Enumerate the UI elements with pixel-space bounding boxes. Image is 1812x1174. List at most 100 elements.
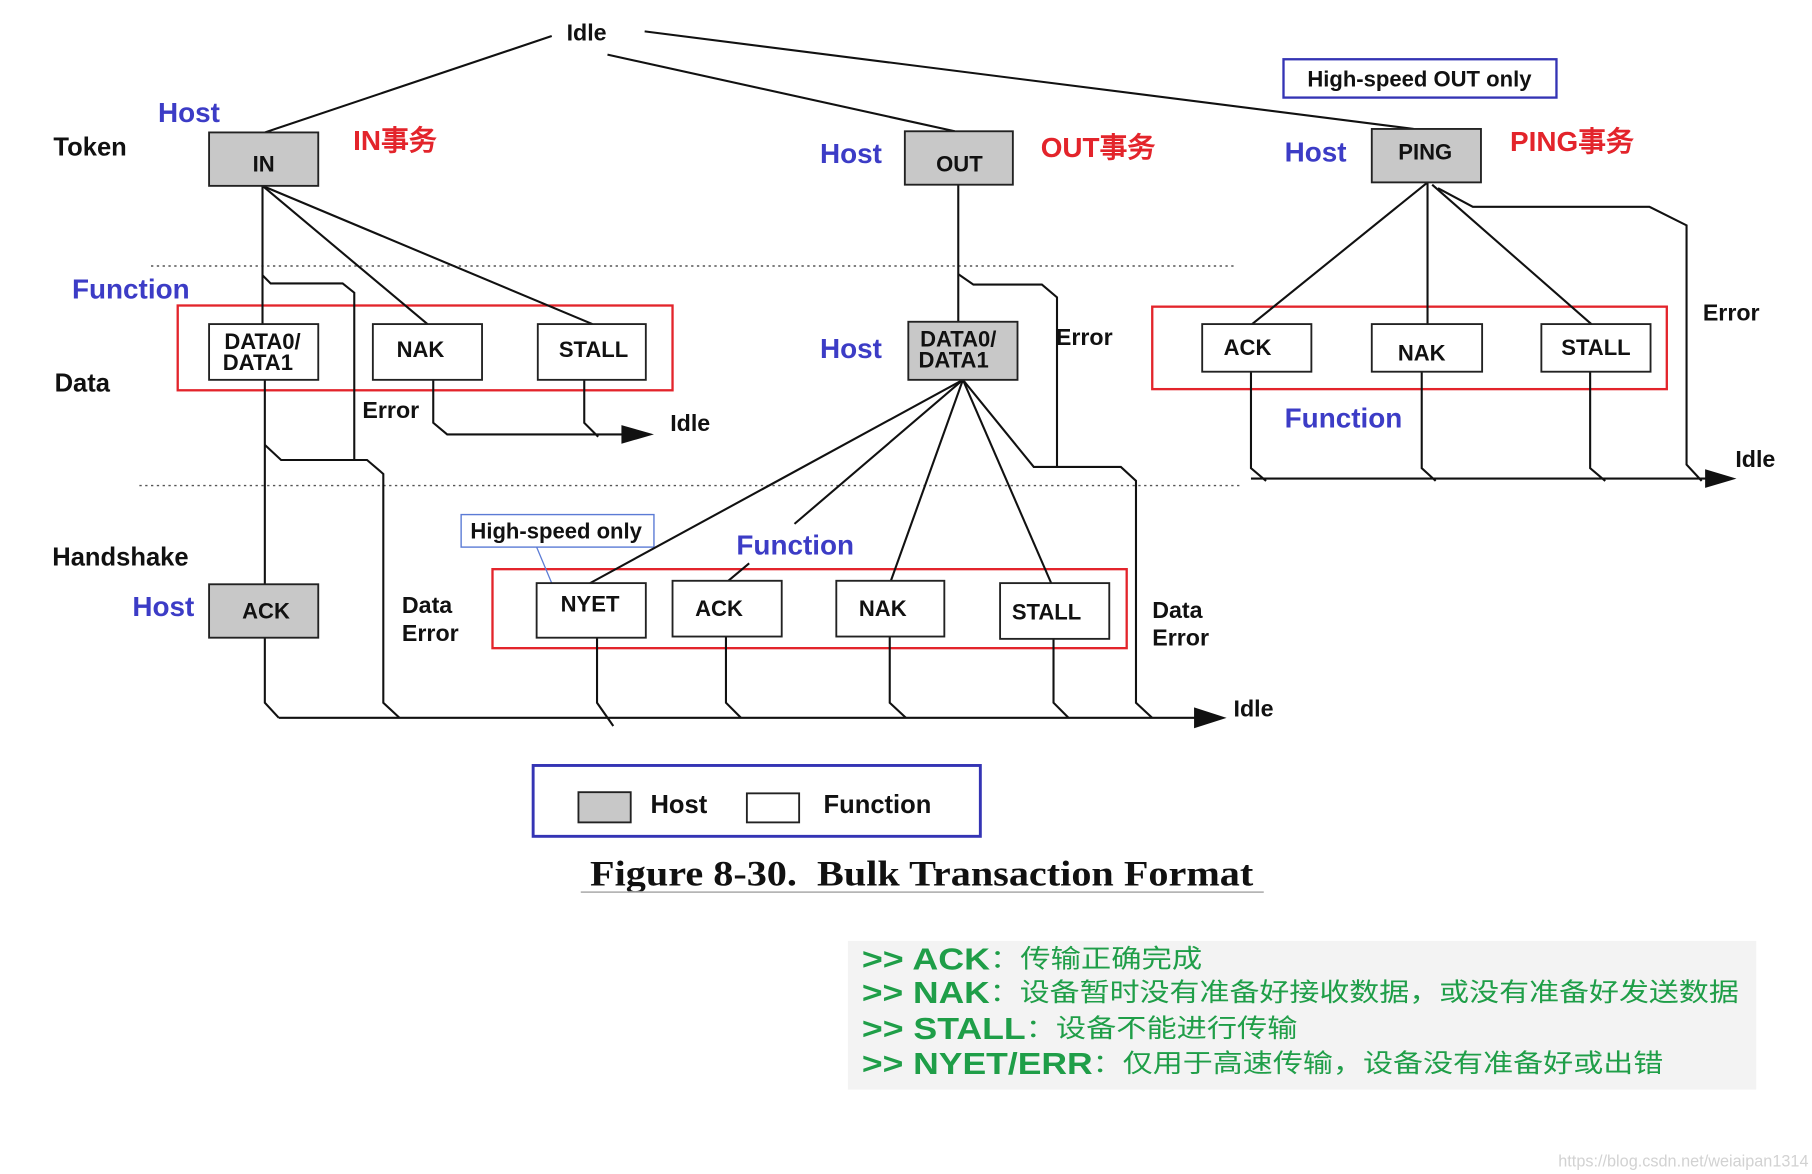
in-stall-box bbox=[536, 323, 647, 381]
notes-panel: >> ACK：传输正确完成 >> NAK：设备暂时没有准备好接收数据，或没有准备… bbox=[847, 940, 1757, 1090]
out-stall-box bbox=[999, 582, 1111, 640]
out-nyet-packet: NYET bbox=[535, 582, 647, 639]
out-transaction-title: OUT事务 bbox=[1041, 132, 1156, 163]
ping-nak-to-idle-wire bbox=[1420, 371, 1437, 482]
idle-to-in-wire bbox=[264, 35, 553, 134]
out-transaction-wires bbox=[278, 53, 1227, 729]
ping-error-label: Error bbox=[1703, 299, 1760, 325]
out-data-host-label: Host bbox=[820, 333, 882, 364]
in-token-box bbox=[208, 131, 320, 187]
ping-token-host-label: Host bbox=[1285, 137, 1347, 168]
out-data-error-wire bbox=[962, 379, 1153, 719]
in-to-stall-wire bbox=[262, 184, 593, 326]
ping-stall-to-idle-wire bbox=[1589, 371, 1606, 482]
idle-to-out-wire bbox=[607, 53, 956, 133]
ping-ack-label: ACK bbox=[1224, 335, 1272, 360]
out-ack-packet: ACK bbox=[671, 579, 783, 638]
high-speed-only-pointer bbox=[536, 546, 553, 584]
notes-background bbox=[847, 940, 1757, 1090]
in-stall-label: STALL bbox=[559, 337, 628, 362]
out-token-label: OUT bbox=[936, 151, 983, 176]
in-nak-label: NAK bbox=[397, 337, 445, 362]
diagram-labels: Idle Token Data Handshake Host IN事务 Func… bbox=[52, 20, 1775, 722]
in-to-nak-wire bbox=[261, 185, 429, 325]
ping-stall-packet: STALL bbox=[1540, 323, 1652, 373]
out-data-error-label-line2: Error bbox=[1152, 625, 1209, 651]
in-token-error-label: Error bbox=[362, 397, 419, 423]
out-stall-to-idle-wire bbox=[1052, 638, 1070, 719]
note-nak: >> NAK：设备暂时没有准备好接收数据，或没有准备好发送数据 bbox=[862, 977, 1739, 1010]
out-handshake-function-group bbox=[491, 568, 1128, 650]
ping-token-label: PING bbox=[1398, 140, 1452, 165]
note-stall-desc: ：设备不能进行传输 bbox=[1026, 1014, 1298, 1044]
ping-idle-arrowhead bbox=[1705, 469, 1737, 488]
ping-token-box bbox=[1370, 128, 1482, 184]
note-nyet-err-desc: ：仅用于高速传输，设备没有准备好或出错 bbox=[1093, 1049, 1664, 1079]
in-token-label: IN bbox=[253, 151, 275, 176]
ping-transaction-wires bbox=[644, 30, 1737, 488]
ping-function-group bbox=[1151, 305, 1668, 391]
token-phase-label: Token bbox=[53, 134, 126, 162]
out-data-box bbox=[907, 320, 1019, 381]
in-data-error-label-line2: Error bbox=[402, 620, 459, 646]
in-handshake-host-label: Host bbox=[132, 591, 194, 622]
in-stall-packet: STALL bbox=[536, 323, 647, 381]
ping-nak-label: NAK bbox=[1398, 341, 1446, 366]
note-nak-key: >> NAK bbox=[862, 977, 990, 1010]
in-idle-label: Idle bbox=[670, 410, 710, 436]
ping-nak-box bbox=[1370, 323, 1484, 373]
out-stall-label: STALL bbox=[1012, 600, 1081, 625]
idle-state-label: Idle bbox=[567, 20, 607, 46]
in-ack-label: ACK bbox=[242, 598, 290, 623]
in-ack-to-idle-wire bbox=[263, 637, 280, 719]
note-stall-key: >> STALL bbox=[862, 1013, 1026, 1046]
out-data-to-ack-wire bbox=[727, 379, 964, 582]
note-ack-key: >> ACK bbox=[862, 943, 990, 976]
ping-ack-box bbox=[1201, 323, 1313, 373]
high-speed-out-only-note-box bbox=[1282, 58, 1558, 99]
out-nak-label: NAK bbox=[859, 596, 907, 621]
in-ack-box bbox=[208, 583, 320, 639]
note-nak-desc: ：设备暂时没有准备好接收数据，或没有准备好发送数据 bbox=[990, 978, 1739, 1008]
high-speed-out-only-note: High-speed OUT only bbox=[1307, 67, 1532, 92]
in-data-function-group bbox=[176, 304, 674, 392]
out-token-packet: OUT bbox=[903, 130, 1014, 186]
idle-to-ping-wire bbox=[644, 30, 1414, 130]
high-speed-only-note: High-speed only bbox=[470, 518, 642, 543]
out-handshake-function-label: Function bbox=[736, 529, 854, 560]
in-data-error-label-line1: Data bbox=[402, 592, 453, 618]
in-stall-to-idle-wire bbox=[583, 379, 599, 438]
out-ack-label: ACK bbox=[695, 596, 743, 621]
out-token-host-label: Host bbox=[820, 138, 882, 169]
in-token-packet: IN bbox=[208, 131, 320, 187]
figure-caption-group: Figure 8-30. Bulk Transaction Format bbox=[580, 853, 1264, 893]
legend-host-swatch bbox=[577, 791, 632, 824]
out-data-label-line1: DATA0/ bbox=[920, 327, 996, 352]
out-data-to-nyet-wire bbox=[589, 378, 964, 585]
out-ack-to-idle-wire bbox=[724, 636, 742, 719]
ping-ack-to-idle-wire bbox=[1249, 371, 1267, 482]
in-nak-box bbox=[371, 323, 483, 381]
legend-function-label: Function bbox=[824, 791, 932, 819]
ping-idle-label: Idle bbox=[1735, 446, 1775, 472]
ping-stall-label: STALL bbox=[1561, 335, 1630, 360]
handshake-idle-label: Idle bbox=[1234, 696, 1274, 722]
ping-error-wire bbox=[1437, 187, 1703, 482]
ping-function-label: Function bbox=[1285, 403, 1403, 434]
phase-dividers bbox=[139, 265, 1243, 487]
out-nak-box bbox=[835, 579, 946, 638]
out-data-to-stall-wire bbox=[961, 379, 1053, 584]
out-data-error-label-line1: Data bbox=[1152, 597, 1203, 623]
out-nak-to-idle-wire bbox=[888, 636, 907, 719]
out-token-error-label: Error bbox=[1056, 324, 1113, 350]
out-stall-packet: STALL bbox=[999, 582, 1111, 640]
out-nak-packet: NAK bbox=[835, 579, 946, 638]
out-token-box bbox=[903, 130, 1014, 186]
in-token-host-label: Host bbox=[158, 97, 220, 128]
legend-function-swatch bbox=[745, 792, 801, 824]
ping-stall-box bbox=[1540, 323, 1652, 373]
ping-transaction-title: PING事务 bbox=[1510, 126, 1634, 157]
legend-box bbox=[531, 764, 982, 838]
handshake-idle-arrowhead bbox=[1194, 707, 1227, 729]
in-data-label-line1: DATA0/ bbox=[224, 329, 300, 354]
